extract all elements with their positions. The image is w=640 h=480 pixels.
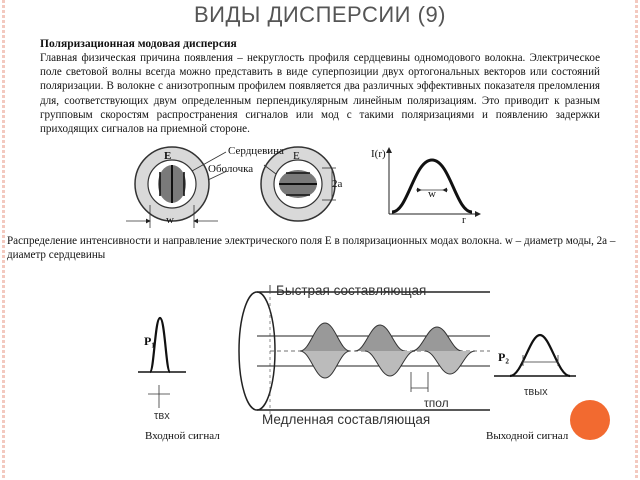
mode-diameter-label-left: w (166, 214, 174, 226)
left-decorative-border (2, 0, 5, 480)
figure-caption: Распределение интенсивности и направлени… (7, 235, 616, 262)
section-subtitle: Поляризационная модовая дисперсия (40, 38, 237, 50)
slide-title: ВИДЫ ДИСПЕРСИИ (9) (194, 2, 446, 27)
input-power-label: P₁ (144, 334, 155, 348)
cladding-label: Оболочка (208, 163, 254, 175)
input-signal-label: Входной сигнал (145, 430, 220, 442)
intensity-profile-plot (386, 147, 481, 217)
output-signal-label: Выходной сигнал (486, 430, 569, 442)
intensity-axis-label: I(r) (371, 148, 386, 160)
field-vector-label-right: E (293, 150, 300, 162)
core-label: Сердцевина (228, 145, 284, 157)
mode-width-label: w (428, 188, 436, 200)
input-pulse-width-label: τвх (154, 410, 170, 422)
fiber-cross-section-left (126, 146, 228, 228)
body-paragraph: Главная физическая причина появления – н… (40, 52, 600, 136)
radius-axis-label: r (462, 214, 466, 226)
right-decorative-border (635, 0, 638, 480)
output-pulse-width-label: τвых (524, 386, 548, 398)
field-vector-label-left: E (164, 150, 172, 162)
slow-component-label: Медленная составляющая (262, 412, 431, 427)
input-pulse-plot (138, 316, 186, 408)
polarization-delay-label: τпол (424, 396, 449, 410)
fast-component-label: Быстрая составляющая (276, 283, 427, 298)
fiber-cross-section-right (260, 146, 336, 222)
decorative-orange-circle (570, 400, 610, 440)
core-diameter-label: 2a (332, 178, 343, 190)
output-power-label: P₂ (498, 350, 509, 364)
fiber-cylinder (238, 285, 490, 420)
output-pulse-plot (494, 333, 576, 378)
